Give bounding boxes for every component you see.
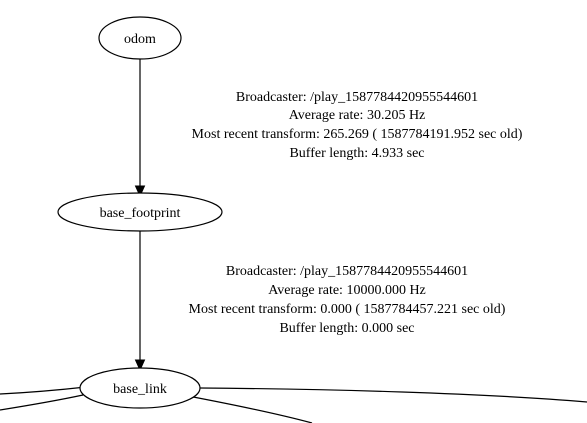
edge-label-most-recent-transform: Most recent transform: 265.269 ( 1587784…	[192, 127, 523, 142]
edge-label-broadcaster: Broadcaster: /play_1587784420955544601	[226, 264, 468, 279]
edge-label-most-recent-transform: Most recent transform: 0.000 ( 158778445…	[189, 302, 506, 317]
node-label: odom	[124, 32, 156, 47]
edge-label-buffer-length: Buffer length: 0.000 sec	[279, 321, 414, 336]
node-ellipse	[98, 16, 182, 60]
arrowhead-icon	[134, 359, 146, 372]
node-ellipse	[57, 192, 223, 232]
edge-base-link-to-offscreen-right	[199, 387, 587, 403]
edge-label-average-rate: Average rate: 30.205 Hz	[289, 108, 426, 123]
node-odom[interactable]: odom	[98, 16, 182, 60]
edge-odom-to-base-footprint: Broadcaster: /play_1587784420955544601 A…	[134, 59, 523, 198]
node-label: base_footprint	[100, 206, 181, 221]
node-label: base_link	[113, 382, 167, 397]
edge-base-footprint-to-base-link: Broadcaster: /play_1587784420955544601 A…	[134, 231, 506, 372]
edge-base-link-to-offscreen-left	[0, 386, 87, 395]
node-base-footprint[interactable]: base_footprint	[57, 192, 223, 232]
arrowhead-icon	[134, 185, 146, 198]
node-base-link[interactable]: base_link	[79, 367, 201, 409]
node-ellipse	[79, 367, 201, 409]
edge-label-buffer-length: Buffer length: 4.933 sec	[289, 146, 424, 161]
edge-base-link-to-offscreen-lower	[187, 395, 313, 423]
edge-label-average-rate: Average rate: 10000.000 Hz	[268, 283, 426, 298]
edge-base-link-to-offscreen-left-lower	[0, 394, 84, 411]
edge-label-broadcaster: Broadcaster: /play_1587784420955544601	[236, 90, 478, 105]
